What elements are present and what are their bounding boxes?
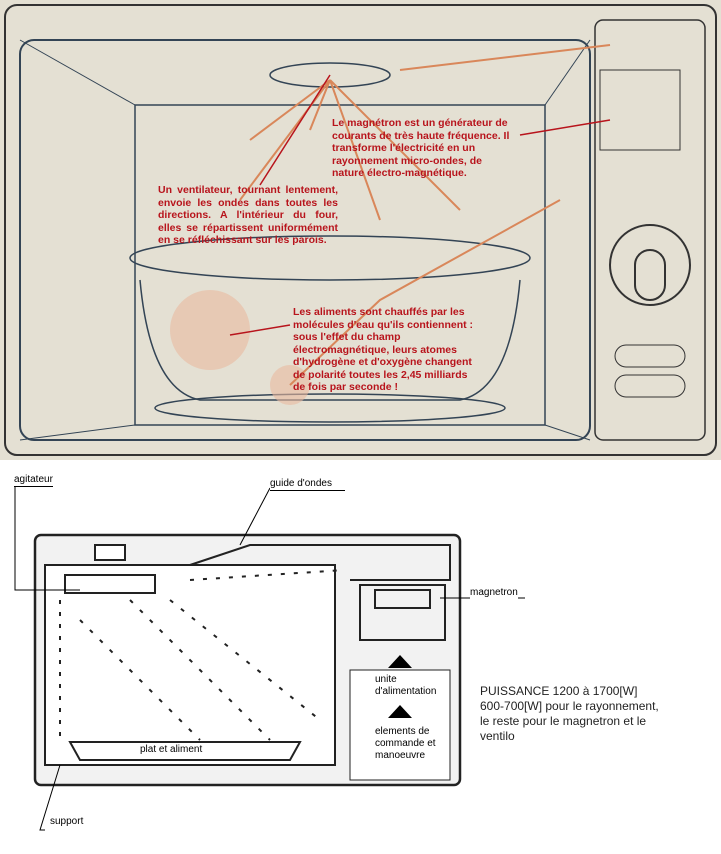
microwave-drawing	[4, 4, 717, 456]
alimentation-label: unite d'alimentation	[375, 674, 445, 698]
puissance-line: ventilo	[480, 729, 515, 743]
puissance-line: le reste pour le magnetron et le	[480, 714, 647, 728]
commande-label: elements de commande et manoeuvre	[375, 726, 445, 762]
support-label: support	[50, 816, 84, 828]
puissance-note: PUISSANCE 1200 à 1700[W] 600-700[W] pour…	[480, 684, 659, 744]
aliments-caption: Les aliments sont chauffés par les moléc…	[293, 306, 474, 393]
microwave-illustration: Le magnétron est un générateur de couran…	[0, 0, 721, 460]
puissance-line: 600-700[W] pour le rayonnement,	[480, 699, 659, 713]
magnetron-label: magnetron	[470, 587, 518, 599]
puissance-line: PUISSANCE 1200 à 1700[W]	[480, 684, 638, 698]
ventilateur-caption: Un ventilateur, tournant lentement, envo…	[158, 184, 338, 246]
plat-label: plat et aliment	[140, 744, 203, 756]
agitateur-label: agitateur	[14, 474, 53, 487]
magnetron-caption: Le magnétron est un générateur de couran…	[332, 117, 510, 179]
guide-ondes-label: guide d'ondes	[270, 478, 345, 491]
